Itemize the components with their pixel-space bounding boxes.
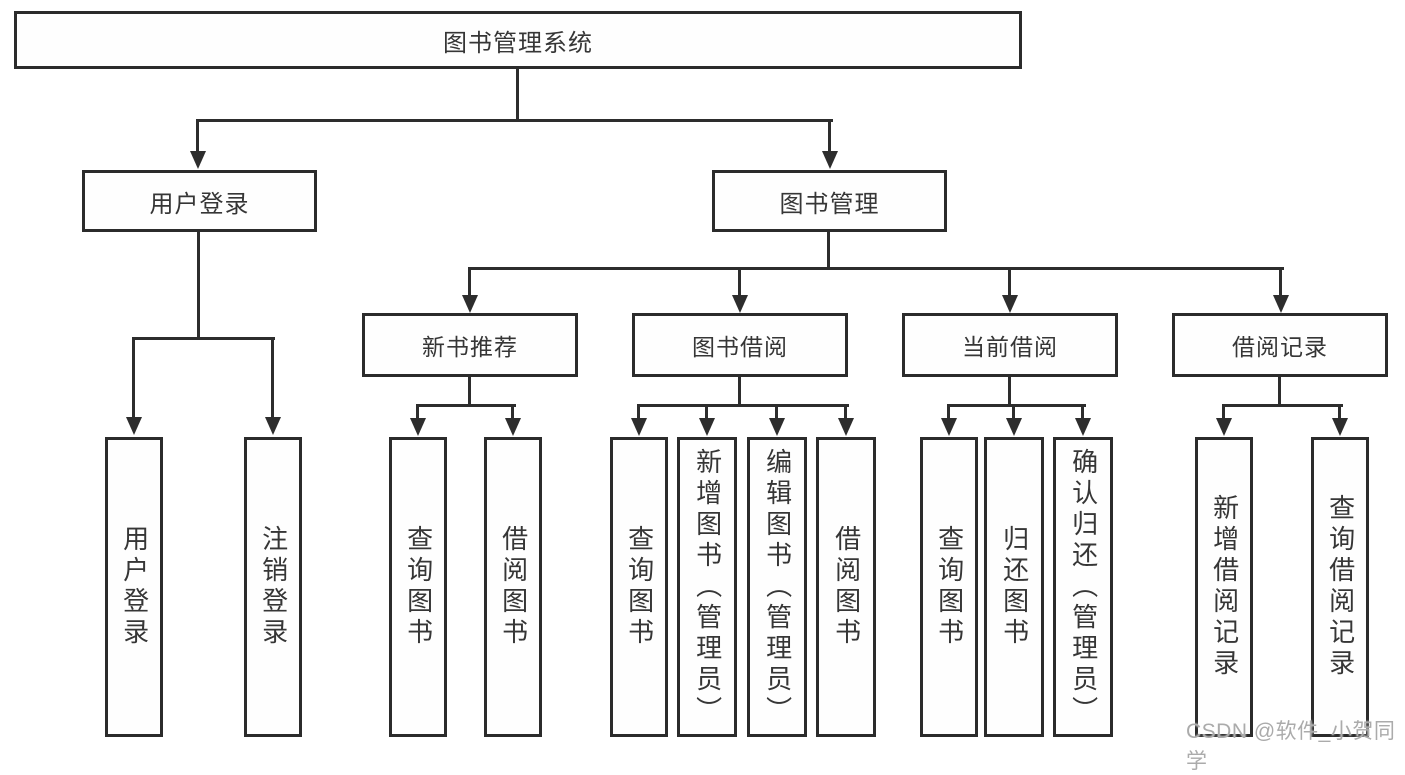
connector-line bbox=[132, 340, 135, 418]
node-user-login-label: 用户登录 bbox=[149, 190, 250, 218]
connector-line bbox=[1279, 269, 1282, 296]
node-add-books-admin-label: 新增图书（管理员） bbox=[692, 447, 723, 727]
connector-line bbox=[1338, 406, 1341, 420]
node-query-books-current-label: 查询图书 bbox=[934, 525, 965, 649]
node-query-books-current: 查询图书 bbox=[920, 437, 978, 737]
connector-arrowhead-down-icon bbox=[126, 417, 142, 435]
connector-line bbox=[947, 406, 950, 420]
node-return-books: 归还图书 bbox=[984, 437, 1044, 737]
connector-line bbox=[516, 69, 519, 121]
node-confirm-return-admin: 确认归还（管理员） bbox=[1053, 437, 1113, 737]
node-add-books-admin: 新增图书（管理员） bbox=[677, 437, 737, 737]
connector-line bbox=[637, 406, 640, 420]
node-add-borrow-record-label: 新增借阅记录 bbox=[1209, 494, 1240, 680]
connector-line bbox=[844, 406, 847, 420]
connector-arrowhead-down-icon bbox=[822, 151, 838, 169]
node-confirm-return-admin-label: 确认归还（管理员） bbox=[1068, 447, 1099, 727]
node-logout-label: 注销登录 bbox=[258, 525, 289, 649]
node-book-borrowing-label: 图书借阅 bbox=[692, 334, 788, 360]
node-library-system-label: 图书管理系统 bbox=[443, 29, 593, 57]
connector-line bbox=[1222, 406, 1225, 420]
connector-arrowhead-down-icon bbox=[265, 417, 281, 435]
node-book-management-label: 图书管理 bbox=[779, 190, 880, 218]
diagram-canvas: 图书管理系统 用户登录 图书管理 新书推荐 图书借阅 当前借阅 借阅记录 用户登… bbox=[14, 11, 1395, 773]
connector-arrowhead-down-icon bbox=[1273, 295, 1289, 313]
connector-arrowhead-down-icon bbox=[699, 418, 715, 436]
node-query-books-recommend: 查询图书 bbox=[389, 437, 447, 737]
node-borrow-books-recommend-label: 借阅图书 bbox=[498, 525, 529, 649]
node-user-login-action: 用户登录 bbox=[105, 437, 163, 737]
node-borrowing-records: 借阅记录 bbox=[1172, 313, 1388, 377]
node-query-books-borrowing: 查询图书 bbox=[610, 437, 668, 737]
node-current-borrowing-label: 当前借阅 bbox=[962, 334, 1058, 360]
connector-line bbox=[196, 119, 833, 122]
connector-line bbox=[416, 404, 516, 407]
connector-line bbox=[1081, 406, 1084, 420]
node-query-borrow-record-label: 查询借阅记录 bbox=[1325, 494, 1356, 680]
connector-arrowhead-down-icon bbox=[1002, 295, 1018, 313]
connector-arrowhead-down-icon bbox=[410, 418, 426, 436]
connector-line bbox=[416, 406, 419, 420]
connector-line bbox=[468, 267, 1284, 270]
node-library-system: 图书管理系统 bbox=[14, 11, 1022, 69]
connector-arrowhead-down-icon bbox=[732, 295, 748, 313]
connector-arrowhead-down-icon bbox=[631, 418, 647, 436]
connector-line bbox=[132, 337, 275, 340]
node-borrow-books-borrowing: 借阅图书 bbox=[816, 437, 876, 737]
connector-arrowhead-down-icon bbox=[505, 418, 521, 436]
connector-line bbox=[271, 340, 274, 418]
connector-arrowhead-down-icon bbox=[941, 418, 957, 436]
watermark: CSDN @软件_小贺同学 bbox=[1186, 720, 1396, 773]
node-logout: 注销登录 bbox=[244, 437, 302, 737]
node-current-borrowing: 当前借阅 bbox=[902, 313, 1118, 377]
connector-line bbox=[738, 269, 741, 296]
connector-line bbox=[705, 406, 708, 420]
connector-line bbox=[1278, 377, 1281, 407]
connector-arrowhead-down-icon bbox=[838, 418, 854, 436]
node-new-book-recommendation: 新书推荐 bbox=[362, 313, 578, 377]
connector-line bbox=[947, 404, 1086, 407]
node-edit-books-admin: 编辑图书（管理员） bbox=[747, 437, 807, 737]
connector-line bbox=[1008, 377, 1011, 407]
connector-line bbox=[827, 232, 830, 270]
connector-line bbox=[1008, 269, 1011, 296]
connector-line bbox=[196, 121, 199, 151]
connector-line bbox=[637, 404, 849, 407]
connector-line bbox=[1222, 404, 1343, 407]
node-borrow-books-borrowing-label: 借阅图书 bbox=[831, 525, 862, 649]
node-query-books-borrowing-label: 查询图书 bbox=[624, 525, 655, 649]
connector-arrowhead-down-icon bbox=[1075, 418, 1091, 436]
node-query-books-recommend-label: 查询图书 bbox=[403, 525, 434, 649]
node-borrow-books-recommend: 借阅图书 bbox=[484, 437, 542, 737]
node-edit-books-admin-label: 编辑图书（管理员） bbox=[762, 447, 793, 727]
node-query-borrow-record: 查询借阅记录 bbox=[1311, 437, 1369, 737]
connector-arrowhead-down-icon bbox=[769, 418, 785, 436]
connector-line bbox=[738, 377, 741, 407]
connector-arrowhead-down-icon bbox=[1006, 418, 1022, 436]
connector-line bbox=[775, 406, 778, 420]
connector-arrowhead-down-icon bbox=[1332, 418, 1348, 436]
connector-line bbox=[828, 121, 831, 151]
connector-line bbox=[468, 377, 471, 407]
connector-arrowhead-down-icon bbox=[190, 151, 206, 169]
node-return-books-label: 归还图书 bbox=[999, 525, 1030, 649]
node-book-management: 图书管理 bbox=[712, 170, 947, 232]
node-borrowing-records-label: 借阅记录 bbox=[1232, 334, 1328, 360]
connector-line bbox=[511, 406, 514, 420]
node-add-borrow-record: 新增借阅记录 bbox=[1195, 437, 1253, 737]
node-user-login: 用户登录 bbox=[82, 170, 317, 232]
node-book-borrowing: 图书借阅 bbox=[632, 313, 848, 377]
node-new-book-recommendation-label: 新书推荐 bbox=[422, 334, 518, 360]
connector-line bbox=[1012, 406, 1015, 420]
connector-arrowhead-down-icon bbox=[462, 295, 478, 313]
connector-line bbox=[468, 269, 471, 296]
connector-line bbox=[197, 232, 200, 340]
connector-arrowhead-down-icon bbox=[1216, 418, 1232, 436]
node-user-login-action-label: 用户登录 bbox=[119, 525, 150, 649]
